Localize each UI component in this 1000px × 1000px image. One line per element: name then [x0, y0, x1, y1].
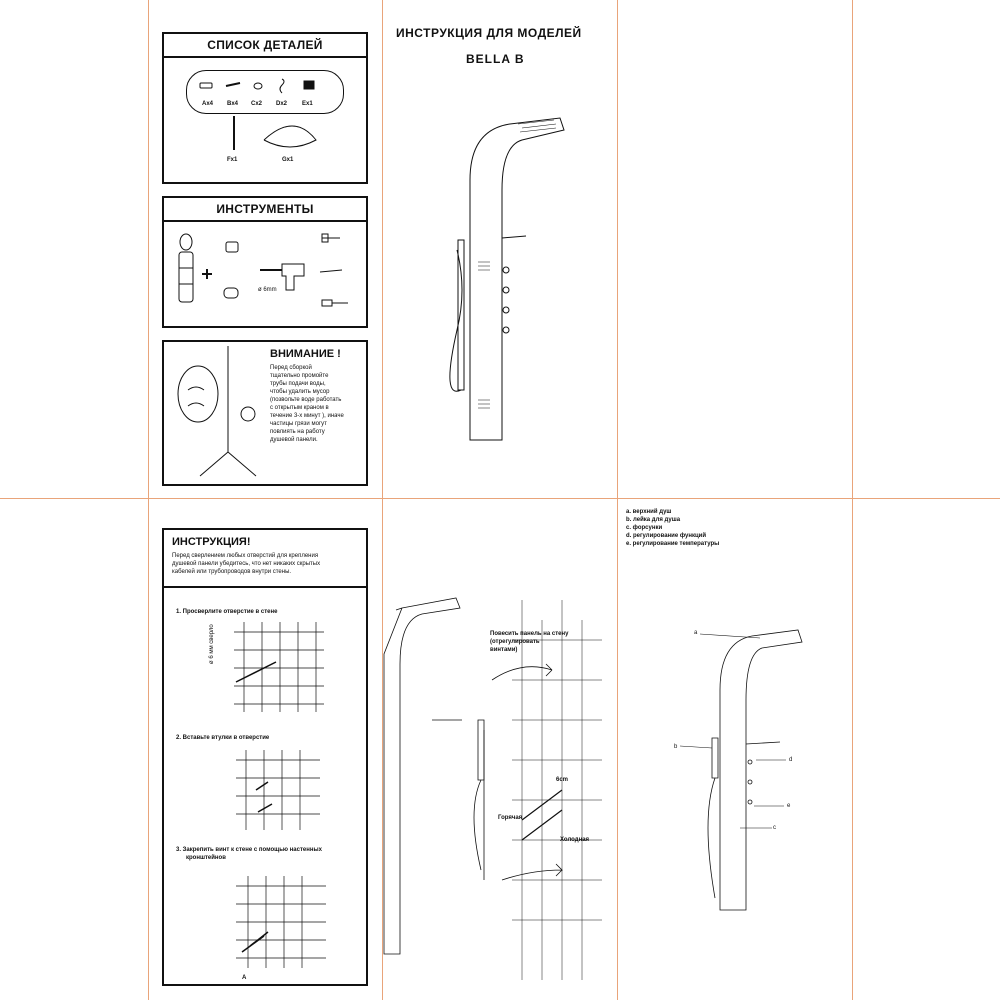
page-divider — [148, 0, 149, 1000]
screwdriver-icon — [320, 234, 348, 306]
install-note: Повесить панель на стену — [490, 631, 569, 637]
labeled-panel-illustration — [680, 620, 820, 920]
drill-size-label: ø 6mm — [258, 287, 277, 293]
shower-panel-illustration — [430, 110, 580, 450]
cold-water-label: Холодная — [560, 837, 590, 843]
part-label-a: Ax4 — [202, 101, 214, 107]
anchor-icon — [200, 83, 212, 88]
install-note: (отрегулировать — [490, 639, 540, 645]
instructions-divider — [164, 586, 366, 588]
step-2-illustration — [236, 750, 326, 834]
wall-pipe-illustration — [164, 342, 370, 488]
step-3-part-label: A — [242, 975, 247, 981]
dimension-label: 6cm — [556, 777, 569, 783]
step-2-text: 2. Вставьте втулки в отверстие — [176, 735, 270, 741]
anchor-icon — [256, 782, 272, 812]
warning-line: тщательно промойте — [270, 373, 329, 379]
instructions-panel: ИНСТРУКЦИЯ! Перед сверлением любых отвер… — [162, 528, 368, 986]
callout-e: e — [787, 803, 791, 809]
page-divider — [617, 0, 618, 1000]
callout-d: d — [789, 757, 793, 763]
drill-bit-icon — [236, 662, 276, 682]
warning-line: частицы грязи могут — [270, 421, 327, 427]
part-label-b: Bx4 — [227, 101, 239, 107]
step-1-illustration — [234, 622, 334, 712]
callout-a: a — [694, 630, 698, 636]
tools-icons — [164, 198, 370, 330]
parts-list-title: СПИСОК ДЕТАЛЕЙ — [164, 34, 366, 58]
screw-icon — [242, 932, 268, 952]
tape-icon — [224, 242, 238, 298]
step-1-drill-label: ø 6 мм сверло — [209, 624, 215, 664]
warning-line: Перед сборкой — [270, 365, 312, 371]
step-3-text: кронштейнов — [186, 855, 226, 861]
parts-icons — [164, 34, 370, 186]
warning-line: с открытым краном в — [270, 405, 329, 411]
intro-line: кабелей или трубопроводов внутри стены. — [172, 569, 292, 575]
warning-line: (позвольте воде работать — [270, 397, 342, 403]
legend-item: d. регулирование функций — [626, 533, 707, 539]
warning-line: течение 3-х минут ), иначе — [270, 413, 344, 419]
instructions-title: ИНСТРУКЦИЯ! — [172, 536, 251, 548]
step-3-text: 3. Закрепить винт к стене с помощью наст… — [176, 847, 322, 853]
warning-panel: ВНИМАНИЕ ! Перед сборкой тщательно промо… — [162, 340, 368, 486]
part-label-g: Gx1 — [282, 157, 294, 163]
part-label-e: Ex1 — [302, 101, 313, 107]
screw-icon — [226, 83, 240, 86]
document-title: ИНСТРУКЦИЯ ДЛЯ МОДЕЛЕЙ — [396, 26, 582, 40]
part-label-d: Dx2 — [276, 101, 288, 107]
parts-tray — [186, 70, 344, 114]
warning-line: чтобы удалить мусор — [270, 389, 330, 395]
hook-icon — [280, 79, 284, 93]
step-1-text: 1. Просверлите отверстие в стене — [176, 609, 278, 615]
page-divider — [0, 498, 1000, 499]
callout-c: c — [773, 825, 776, 831]
warning-title: ВНИМАНИЕ ! — [270, 348, 341, 360]
callout-b: b — [674, 744, 678, 750]
part-label-c: Cx2 — [251, 101, 263, 107]
arrow-icon — [492, 664, 552, 680]
legend-item: a. верхний душ — [626, 509, 672, 515]
hot-water-label: Горячая — [498, 815, 523, 821]
intro-line: душевой панели убедитесь, что нет никаки… — [172, 561, 321, 567]
step-3-illustration — [236, 876, 332, 972]
sealant-tube-icon — [179, 234, 193, 302]
tools-panel: ИНСТРУМЕНТЫ ø 6mm — [162, 196, 368, 328]
arrow-icon — [502, 864, 562, 880]
washer-icon — [254, 83, 262, 89]
parts-list-panel: СПИСОК ДЕТАЛЕЙ Ax4 Bx4 Cx2 Dx2 Ex1 Fx1 G… — [162, 32, 368, 184]
electric-drill-icon — [260, 264, 304, 290]
warning-line: душевой панели. — [270, 437, 318, 443]
magnifier-icon — [178, 366, 218, 422]
intro-line: Перед сверлением любых отверстий для кре… — [172, 553, 319, 559]
legend-item: b. лейка для душа — [626, 517, 681, 523]
hose-icon — [264, 126, 316, 147]
warning-line: трубы подачи воды, — [270, 381, 326, 387]
plus-icon — [202, 269, 212, 279]
page-divider — [852, 0, 853, 1000]
part-label-f: Fx1 — [227, 157, 238, 163]
model-name: BELLA B — [466, 52, 525, 66]
pipe-outlet-icon — [241, 407, 255, 421]
page-divider — [382, 0, 383, 1000]
bracket-icon — [304, 81, 314, 89]
legend-item: c. форсунки — [626, 525, 663, 531]
warning-line: повлиять на работу — [270, 429, 325, 435]
legend-item: e. регулирование температуры — [626, 541, 720, 547]
install-note: винтами) — [490, 647, 518, 653]
hand-shower-icon — [458, 240, 464, 390]
shower-panel-icon — [384, 598, 460, 954]
installation-illustration — [392, 580, 612, 980]
tools-title: ИНСТРУМЕНТЫ — [164, 198, 366, 222]
